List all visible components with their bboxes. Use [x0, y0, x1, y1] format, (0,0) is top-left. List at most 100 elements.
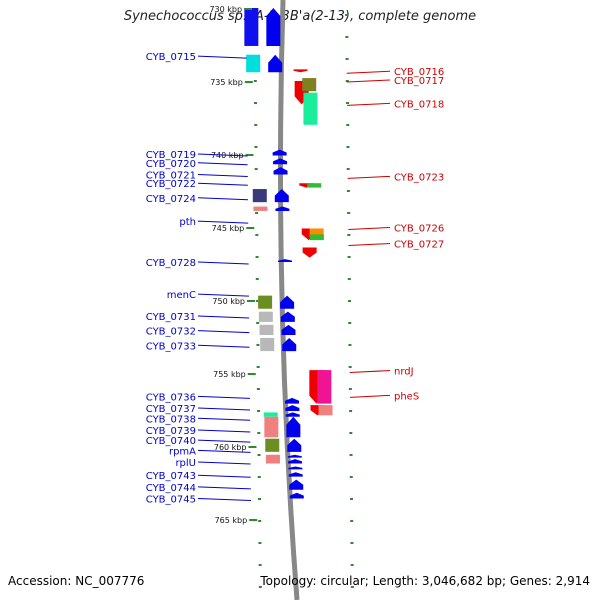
left-gene-label[interactable]: CYB_0720 [146, 159, 196, 170]
reverse-function-box [302, 78, 317, 92]
forward-function-box [259, 324, 274, 336]
left-gene-label[interactable]: CYB_0733 [146, 341, 196, 352]
ruler-tick [346, 190, 350, 192]
forward-gene-arrow [288, 459, 303, 464]
left-gene-label[interactable]: CYB_0740 [146, 436, 196, 447]
forward-gene-arrow [273, 167, 288, 175]
forward-function-box [252, 189, 267, 203]
left-gene-label[interactable]: rpmA [169, 446, 196, 457]
right-leader-line [347, 175, 391, 179]
left-leader-line [197, 182, 248, 186]
left-gene-label[interactable]: CYB_0743 [146, 471, 196, 482]
left-gene-label[interactable]: rplU [175, 458, 196, 469]
ruler-tick [349, 498, 353, 500]
ruler-tick [256, 388, 260, 390]
forward-gene-arrow [288, 472, 303, 477]
genome-backbone [277, 0, 300, 600]
left-gene-label[interactable]: CYB_0724 [146, 194, 196, 205]
forward-function-box [253, 206, 268, 211]
right-gene-label[interactable]: CYB_0727 [394, 240, 444, 251]
scale-label: 760 kbp [214, 443, 247, 452]
ruler-tick [346, 124, 350, 126]
gene-features-layer [244, 8, 333, 499]
left-gene-label[interactable]: CYB_0739 [146, 426, 196, 437]
ruler-tick [346, 168, 350, 170]
ruler-tick [348, 344, 352, 346]
right-leader-line [347, 102, 391, 106]
left-leader-line [197, 395, 250, 399]
left-gene-label[interactable]: menC [167, 290, 196, 301]
scale-label: 735 kbp [210, 78, 243, 87]
left-gene-label[interactable]: CYB_0732 [146, 327, 196, 338]
right-gene-label[interactable]: pheS [394, 391, 419, 402]
ruler-tick [257, 498, 261, 500]
ruler-tick [256, 344, 260, 346]
left-leader-line [197, 417, 251, 421]
ruler-tick [346, 102, 350, 104]
right-leader-line [349, 370, 391, 374]
forward-function-box [258, 295, 273, 309]
right-leader-line [348, 226, 391, 230]
ruler-tick [254, 124, 258, 126]
right-gene-label[interactable]: CYB_0716 [394, 67, 444, 78]
scale-label: 750 kbp [212, 297, 245, 306]
left-leader-line [197, 261, 249, 265]
left-leader-line [197, 153, 248, 157]
left-leader-line [197, 330, 250, 334]
ruler-tick [347, 212, 351, 214]
scale-label: 755 kbp [213, 370, 246, 379]
forward-gene-arrow [280, 295, 295, 309]
left-gene-label[interactable]: CYB_0728 [146, 258, 196, 269]
scale-label: 745 kbp [212, 224, 245, 233]
right-gene-label[interactable]: nrdJ [394, 367, 414, 378]
left-leader-line [197, 162, 248, 166]
forward-gene-arrow [287, 438, 302, 452]
right-gene-label[interactable]: CYB_0723 [394, 172, 444, 183]
left-gene-label[interactable]: CYB_0721 [146, 170, 196, 181]
forward-gene-arrow [278, 259, 293, 263]
ruler-tick [349, 410, 353, 412]
gene-labels-layer: CYB_0715CYB_0719CYB_0720CYB_0721CYB_0722… [146, 52, 444, 505]
forward-gene-arrow [275, 206, 290, 211]
left-gene-label[interactable]: CYB_0744 [146, 483, 196, 494]
reverse-function-box [317, 370, 332, 404]
tick-marks-layer [253, 14, 354, 588]
ruler-tick [254, 102, 258, 104]
left-gene-label[interactable]: CYB_0715 [146, 52, 196, 63]
left-gene-label[interactable]: CYB_0737 [146, 404, 196, 415]
right-gene-label[interactable]: CYB_0717 [394, 76, 444, 87]
forward-function-box [263, 412, 278, 417]
left-gene-label[interactable]: CYB_0738 [146, 414, 196, 425]
forward-function-box [264, 416, 279, 438]
left-gene-label[interactable]: CYB_0722 [146, 179, 196, 190]
left-leader-line [197, 55, 247, 59]
left-leader-line [197, 449, 251, 453]
forward-function-box [246, 54, 261, 73]
right-gene-label[interactable]: CYB_0726 [394, 223, 444, 234]
left-gene-label[interactable]: pth [179, 217, 196, 228]
forward-gene-arrow [286, 416, 301, 438]
ruler-tick [256, 322, 260, 324]
left-leader-line [197, 344, 250, 348]
left-gene-label[interactable]: CYB_0719 [146, 150, 196, 161]
scale-label: 765 kbp [215, 516, 248, 525]
right-gene-label[interactable]: CYB_0718 [394, 99, 444, 110]
ruler-tick [348, 322, 352, 324]
ruler-tick [255, 212, 259, 214]
ruler-tick [255, 234, 259, 236]
forward-gene-arrow [285, 405, 300, 411]
ruler-tick [255, 278, 259, 280]
reverse-function-box [303, 92, 318, 125]
left-gene-label[interactable]: CYB_0731 [146, 312, 196, 323]
left-leader-line [197, 173, 248, 177]
reverse-function-box [309, 234, 324, 241]
left-leader-line [197, 315, 250, 319]
forward-function-box [265, 454, 280, 464]
left-gene-label[interactable]: CYB_0736 [146, 392, 196, 403]
ruler-tick [350, 520, 354, 522]
left-gene-label[interactable]: CYB_0745 [146, 495, 196, 506]
ruler-tick [350, 542, 354, 544]
ruler-tick [350, 564, 354, 566]
forward-gene-arrow [273, 158, 288, 165]
